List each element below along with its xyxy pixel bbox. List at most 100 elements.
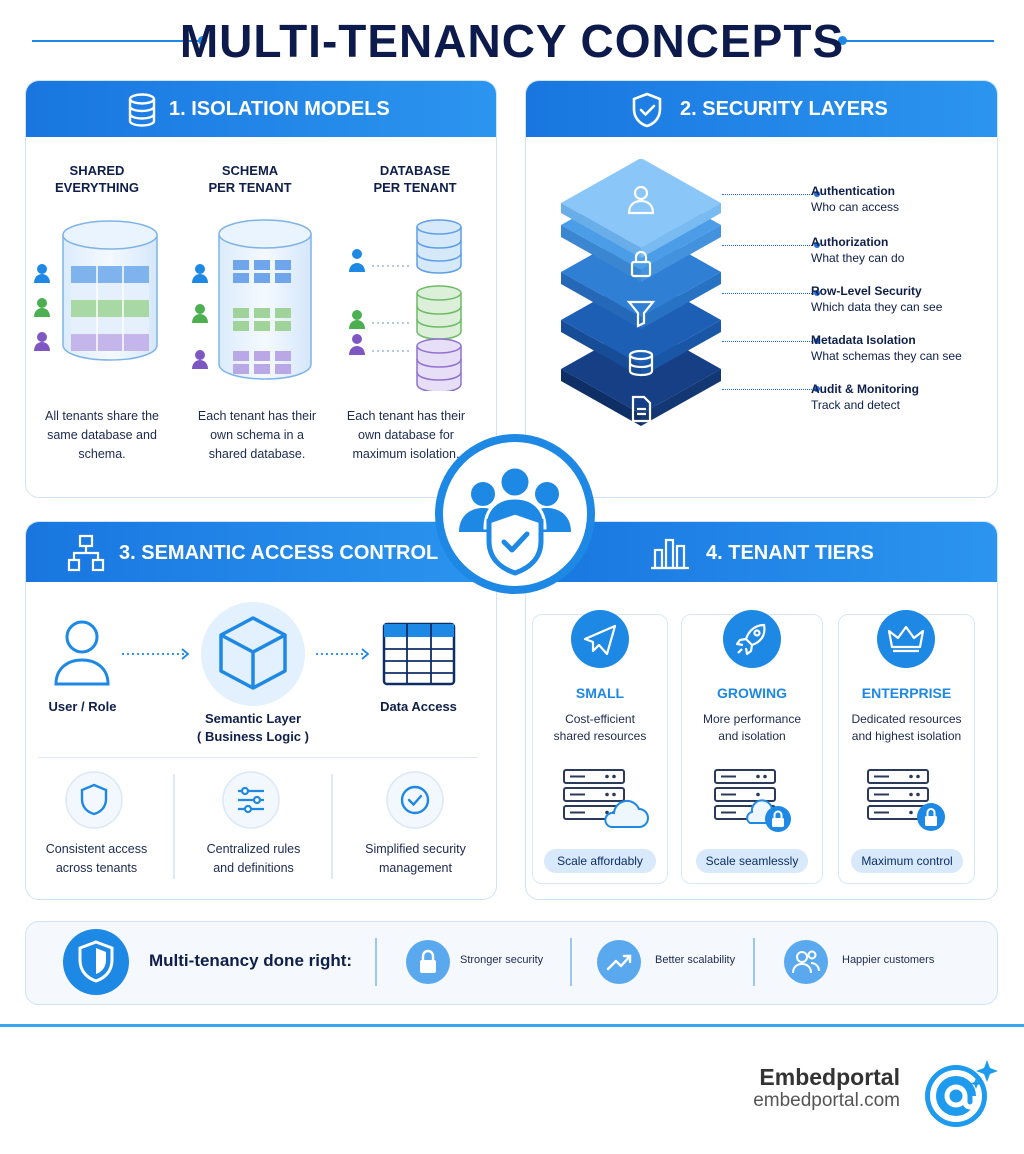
layer-authentication	[561, 159, 721, 258]
server-lock-icon	[867, 769, 945, 831]
brand-name: Embedportal	[759, 1064, 900, 1090]
semantic-divider	[38, 757, 478, 758]
shared-database-cylinder	[62, 220, 158, 361]
tier-card-enterprise: ENTERPRISE Dedicated resources and highe…	[838, 610, 975, 884]
lock-icon	[406, 940, 450, 984]
semantic-header: 3. SEMANTIC ACCESS CONTROL	[26, 522, 496, 582]
user-icon-green-3	[349, 310, 365, 329]
tiers-header: 4. TENANT TIERS	[526, 522, 997, 582]
shared-everything-label: SHARED EVERYTHING	[54, 163, 140, 195]
lock-icon	[630, 250, 652, 278]
user-icon-purple-3	[349, 334, 365, 355]
shared-everything-desc: All tenants share the same database and …	[45, 409, 159, 461]
user-icon-blue-2	[192, 264, 208, 283]
tier-growing-pill: Scale seamlessly	[696, 849, 808, 873]
benefit-centralized: Centralized rules and definitions	[206, 842, 301, 875]
benefit-simplified: Simplified security management	[365, 842, 466, 875]
semantic-layer-label: Semantic Layer ( Business Logic )	[197, 711, 309, 744]
summary-sep-3	[753, 938, 755, 986]
data-table-icon	[382, 622, 456, 686]
tier-small-pill: Scale affordably	[544, 849, 656, 873]
shield-icon	[63, 929, 129, 995]
connector-authentication	[722, 194, 812, 195]
shield-check-icon	[632, 92, 662, 128]
dot-audit	[814, 386, 820, 392]
dot-row-level	[814, 290, 820, 296]
security-layers-panel: 2. SECURITY LAYERS	[525, 80, 998, 498]
connector-audit	[722, 389, 812, 390]
tenant-database-purple	[416, 338, 462, 391]
dot-metadata	[814, 338, 820, 344]
connector-authorization	[722, 245, 812, 246]
user-icon-blue-1	[34, 264, 50, 283]
summary-sep-2	[570, 938, 572, 986]
tier-enterprise-name: ENTERPRISE	[861, 685, 952, 701]
user-icon-blue-3	[349, 249, 365, 272]
summary-sep-1	[375, 938, 377, 986]
arrow-icon	[316, 648, 370, 660]
check-circle-icon	[386, 771, 444, 829]
tenant-tiers-panel: 4. TENANT TIERS SMALL Cost-efficient sha…	[525, 521, 998, 900]
user-icon-purple-2	[192, 350, 208, 369]
summary-bar: Multi-tenancy done right: Stronger secur…	[25, 921, 998, 1005]
connector-metadata	[722, 341, 812, 342]
database-icon	[628, 349, 654, 377]
isolation-models-panel: 1. ISOLATION MODELS SHARED EVERYTHING SC…	[25, 80, 497, 498]
security-title: 2. SECURITY LAYERS	[680, 98, 888, 120]
security-layer-stack	[561, 159, 721, 426]
benefit-sep-2	[331, 774, 333, 879]
shield-check-icon	[486, 509, 544, 576]
user-icon-green-1	[34, 298, 50, 317]
semantic-access-panel: 3. SEMANTIC ACCESS CONTROL User / Role S…	[25, 521, 497, 900]
paper-plane-icon	[571, 610, 629, 668]
arrow-icon	[122, 648, 190, 660]
central-tenants-badge	[435, 434, 595, 594]
benefit-security: Stronger security	[460, 954, 544, 966]
benefit-sep-1	[173, 774, 175, 879]
semantic-title: 3. SEMANTIC ACCESS CONTROL	[119, 542, 439, 564]
page-title: MULTI-TENANCY CONCEPTS	[179, 15, 845, 67]
schema-per-tenant-desc: Each tenant has their own schema in a sh…	[197, 409, 317, 461]
isolation-diagram	[34, 219, 462, 391]
tiers-title: 4. TENANT TIERS	[706, 542, 874, 564]
isolation-title: 1. ISOLATION MODELS	[169, 98, 390, 120]
cube-icon	[219, 616, 287, 690]
benefit-scalability: Better scalability	[655, 954, 736, 966]
database-per-tenant-label: DATABASE PER TENANT	[373, 163, 457, 195]
tier-enterprise-desc: Dedicated resources and highest isolatio…	[851, 712, 962, 743]
brand-url: embedportal.com	[753, 1090, 900, 1111]
trend-up-icon	[597, 940, 641, 984]
benefit-consistent: Consistent access across tenants	[45, 842, 148, 875]
tier-small-name: SMALL	[575, 685, 625, 701]
sliders-icon	[222, 771, 280, 829]
summary-headline: Multi-tenancy done right:	[149, 951, 353, 970]
crown-icon	[877, 610, 935, 668]
tier-card-small: SMALL Cost-efficient shared resources Sc…	[532, 610, 668, 884]
schema-per-tenant-label: SCHEMA PER TENANT	[208, 163, 292, 195]
tier-growing-name: GROWING	[717, 685, 787, 701]
consistent-access-shield-icon	[65, 771, 123, 829]
footer-rule	[0, 1024, 1024, 1027]
title-dot-right	[838, 36, 847, 45]
user-role-label: User / Role	[48, 699, 117, 714]
isolation-header: 1. ISOLATION MODELS	[26, 81, 496, 137]
title-rule-right	[846, 40, 994, 42]
user-icon	[627, 185, 655, 215]
database-per-tenant-desc: Each tenant has their own database for m…	[346, 409, 466, 461]
tier-enterprise-pill: Maximum control	[851, 849, 963, 873]
hierarchy-icon	[67, 534, 105, 572]
tenant-database-blue	[416, 219, 462, 274]
user-icon-purple-1	[34, 332, 50, 351]
title-rule-left	[32, 40, 202, 42]
semantic-flow-diagram	[54, 602, 456, 706]
document-icon	[631, 395, 652, 423]
server-cloud-icon	[563, 769, 649, 828]
connector-row-level	[722, 293, 812, 294]
customers-icon	[784, 940, 828, 984]
shared-schema-cylinder	[218, 219, 312, 380]
